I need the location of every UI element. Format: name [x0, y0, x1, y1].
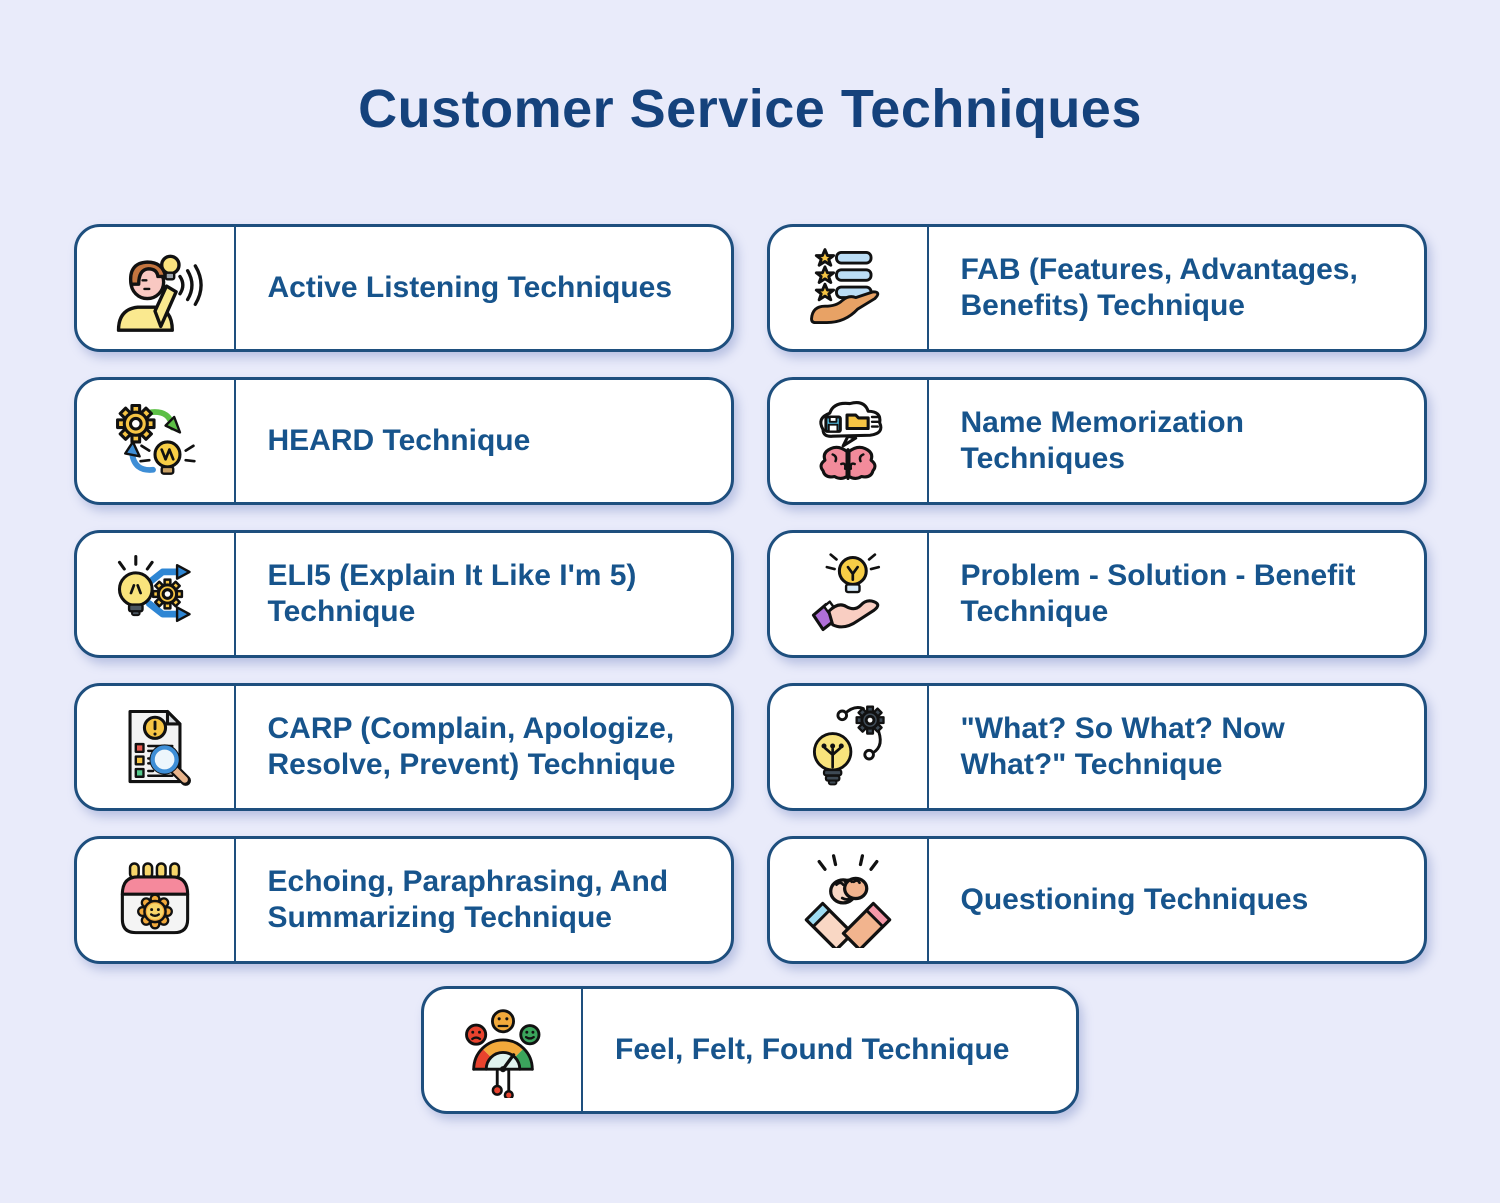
card-problem-solution-benefit: Problem - Solution - Benefit Technique	[766, 530, 1427, 659]
calendar-smiley-icon	[120, 862, 190, 935]
bulb-gear-network-icon	[812, 705, 885, 786]
card-label: Active Listening Techniques	[267, 270, 673, 304]
card-label: Echoing, Paraphrasing, And Summarizing T…	[267, 864, 669, 935]
clasped-hands-icon	[804, 854, 892, 949]
bottom-row: Feel, Felt, Found Technique	[74, 986, 1427, 1115]
cards-grid: Active Listening Techniques FAB (	[73, 224, 1427, 965]
satisfaction-gauge-icon	[464, 1009, 540, 1099]
hand-star-list-icon	[810, 248, 880, 325]
card-fab: FAB (Features, Advantages, Benefits) Tec…	[766, 224, 1427, 353]
card-icon-panel	[770, 839, 929, 962]
card-icon-panel	[770, 533, 929, 656]
card-echoing: Echoing, Paraphrasing, And Summarizing T…	[73, 836, 734, 965]
bulb-process-arrows-icon	[117, 555, 191, 623]
card-label: "What? So What? Now What?" Technique	[960, 711, 1285, 782]
card-label: Feel, Felt, Found Technique	[615, 1032, 1010, 1066]
card-name-memorization: Name Memorization Techniques	[766, 377, 1427, 506]
card-icon-panel	[770, 686, 929, 809]
page-title: Customer Service Techniques	[358, 79, 1142, 139]
brain-memory-icon	[819, 401, 883, 481]
card-label: Questioning Techniques	[960, 882, 1309, 916]
card-icon-panel	[770, 380, 929, 503]
card-active-listening: Active Listening Techniques	[73, 224, 734, 353]
card-heard: HEARD Technique	[73, 377, 734, 506]
card-icon-panel	[77, 380, 236, 503]
card-label: FAB (Features, Advantages, Benefits) Tec…	[960, 252, 1358, 323]
card-icon-panel	[77, 686, 236, 809]
card-carp: CARP (Complain, Apologize, Resolve, Prev…	[73, 683, 734, 812]
card-label: HEARD Technique	[267, 423, 531, 457]
card-feel-felt-found: Feel, Felt, Found Technique	[421, 986, 1079, 1115]
gear-bulb-cycle-icon	[116, 404, 196, 475]
card-icon-panel	[77, 839, 236, 962]
card-label: Name Memorization Techniques	[960, 405, 1244, 476]
document-magnifier-icon	[128, 710, 191, 786]
card-what-so-what: "What? So What? Now What?" Technique	[766, 683, 1427, 812]
card-label: Problem - Solution - Benefit Technique	[960, 558, 1356, 629]
card-label: ELI5 (Explain It Like I'm 5) Technique	[267, 558, 637, 629]
card-icon-panel	[770, 227, 929, 350]
hand-holding-bulb-icon	[811, 553, 881, 632]
listening-person-icon	[116, 254, 203, 333]
card-icon-panel	[77, 227, 236, 350]
card-eli5: ELI5 (Explain It Like I'm 5) Technique	[73, 530, 734, 659]
card-label: CARP (Complain, Apologize, Resolve, Prev…	[267, 711, 676, 782]
card-icon-panel	[77, 533, 236, 656]
card-questioning: Questioning Techniques	[766, 836, 1427, 965]
card-icon-panel	[424, 989, 583, 1112]
